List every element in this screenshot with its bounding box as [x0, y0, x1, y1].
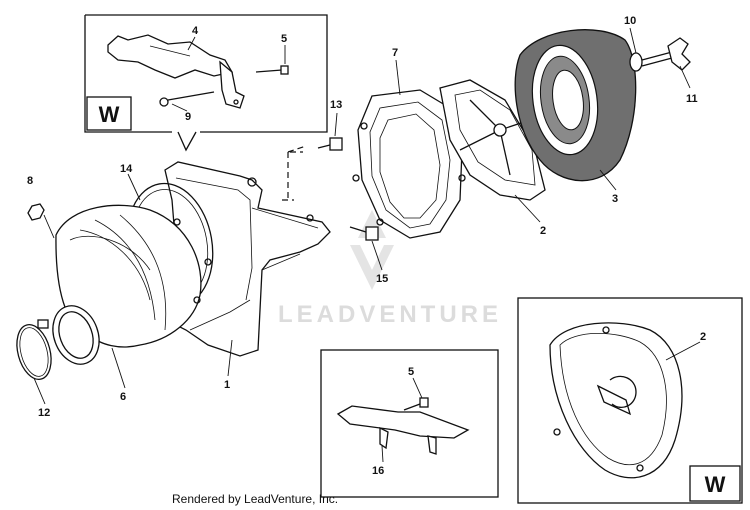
watermark-text: LEADVENTURE — [278, 301, 502, 328]
callout-8: 8 — [27, 175, 33, 187]
blower-housing-part-6 — [52, 204, 212, 365]
bolt-part-9 — [159, 91, 215, 107]
callout-16: 16 — [372, 465, 384, 477]
nut-part-8 — [27, 203, 55, 239]
main-leaders — [33, 27, 691, 405]
inset-bottom-right: W 2 — [517, 297, 743, 504]
callout-2-main: 2 — [540, 225, 546, 237]
callout-3: 3 — [612, 193, 618, 205]
inset-label-w: W — [99, 102, 120, 127]
screw-part-5-inset — [403, 397, 429, 411]
bolt-part-15 — [349, 226, 379, 241]
callout-6: 6 — [120, 391, 126, 403]
knob-part-11 — [629, 37, 691, 72]
inset-label-w-bottom: W — [705, 472, 726, 497]
callout-15: 15 — [376, 273, 388, 285]
filter-housing-part-3 — [514, 29, 637, 182]
callout-5-inset: 5 — [408, 366, 414, 378]
callout-2-inset: 2 — [700, 331, 706, 343]
cover-part-2 — [439, 79, 561, 201]
callout-5-top: 5 — [281, 33, 287, 45]
bracket-part-4 — [107, 34, 245, 109]
screw-part-5 — [255, 65, 289, 75]
inset-bottom-middle: 5 16 — [320, 349, 499, 498]
inset-top-left: W 4 5 9 — [84, 14, 328, 152]
callout-1: 1 — [224, 379, 230, 391]
render-credit: Rendered by LeadVenture, Inc. — [172, 492, 338, 506]
callout-9: 9 — [185, 111, 191, 123]
bracket-part-16 — [336, 405, 470, 455]
callout-4: 4 — [192, 25, 199, 37]
bolt-part-13 — [317, 137, 343, 151]
clamp-part-12 — [16, 319, 52, 381]
watermark: LEADVENTURE — [278, 210, 502, 328]
callout-12: 12 — [38, 407, 50, 419]
gasket-plate-part-7 — [352, 89, 466, 239]
callout-13: 13 — [330, 99, 342, 111]
callout-7: 7 — [392, 47, 398, 59]
cover-part-2-inset — [549, 322, 683, 479]
callout-14: 14 — [120, 163, 133, 175]
callout-10: 10 — [624, 15, 636, 27]
callout-11: 11 — [686, 93, 698, 105]
